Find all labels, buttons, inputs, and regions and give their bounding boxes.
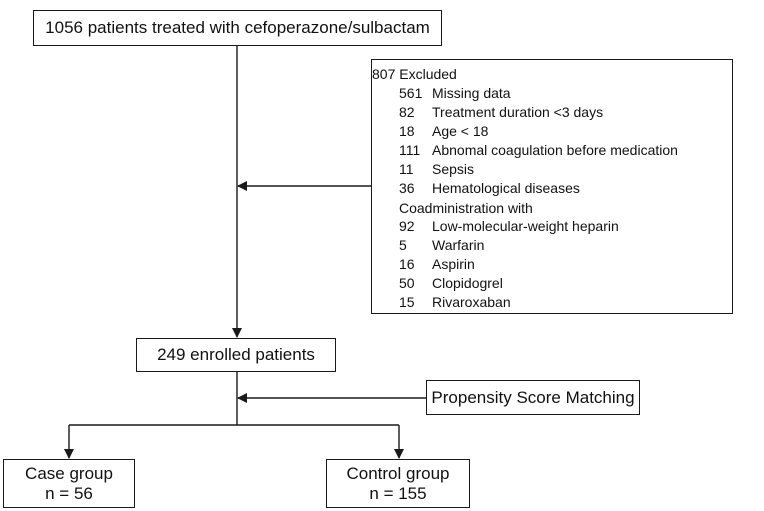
enrolled-patients-box: 249 enrolled patients xyxy=(136,338,336,372)
excluded-box: 807 Excluded 561 Missing data 82 Treatme… xyxy=(371,59,733,314)
excluded-reason: Low-molecular-weight heparin xyxy=(432,218,619,234)
excluded-reason: Sepsis xyxy=(432,161,475,177)
excluded-count: 92 xyxy=(399,218,415,234)
excluded-reason: Aspirin xyxy=(432,256,475,272)
excluded-reason: Clopidogrel xyxy=(432,275,503,291)
case-group-box: Case group n = 56 xyxy=(3,459,135,508)
excluded-count: 36 xyxy=(399,180,415,196)
excluded-count: 50 xyxy=(399,275,415,291)
excluded-reason: Hematological diseases xyxy=(432,180,580,196)
excluded-count: 561 xyxy=(399,85,423,101)
excluded-count: 5 xyxy=(399,237,407,253)
control-group-n: n = 155 xyxy=(369,483,427,503)
excluded-reason: Missing data xyxy=(432,85,511,101)
excluded-reason: Warfarin xyxy=(432,237,485,253)
excluded-count: 18 xyxy=(399,123,415,139)
excluded-title: 807 Excluded xyxy=(372,66,457,82)
total-patients-text: 1056 patients treated with cefoperazone/… xyxy=(45,18,430,37)
excluded-count: 15 xyxy=(399,294,415,310)
excluded-reason: Age < 18 xyxy=(432,123,489,139)
coadministration-label: Coadministration with xyxy=(399,200,533,216)
control-group-box: Control group n = 155 xyxy=(326,459,470,508)
case-group-n: n = 56 xyxy=(45,483,93,503)
excluded-count: 82 xyxy=(399,104,415,120)
excluded-count: 111 xyxy=(399,142,421,158)
total-patients-box: 1056 patients treated with cefoperazone/… xyxy=(33,10,442,46)
excluded-reason: Abnomal coagulation before medication xyxy=(432,142,678,158)
excluded-reason: Treatment duration <3 days xyxy=(432,104,604,120)
case-group-title: Case group xyxy=(25,463,113,483)
excluded-count: 11 xyxy=(399,161,414,177)
propensity-score-matching-text: Propensity Score Matching xyxy=(431,387,635,407)
control-group-title: Control group xyxy=(346,463,450,483)
excluded-reason: Rivaroxaban xyxy=(432,294,511,310)
excluded-count: 16 xyxy=(399,256,415,272)
propensity-score-matching-box: Propensity Score Matching xyxy=(426,380,640,415)
enrolled-patients-text: 249 enrolled patients xyxy=(157,345,315,364)
